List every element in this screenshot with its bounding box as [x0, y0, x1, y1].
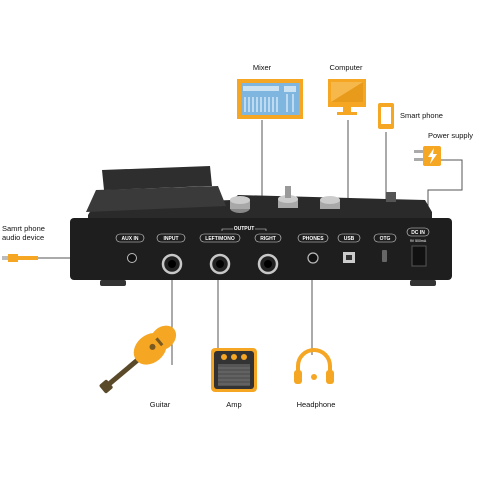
- power-supply-device: Power supply: [414, 131, 473, 166]
- port-label-otg: OTG: [380, 236, 391, 242]
- knob[interactable]: [278, 195, 298, 203]
- computer-device: Computer: [328, 63, 366, 115]
- amp-device: Amp: [211, 348, 257, 409]
- knob[interactable]: [320, 196, 340, 204]
- guitar-label: Guitar: [150, 400, 171, 409]
- phones-jack[interactable]: [307, 252, 319, 264]
- port-labels: AUX IN INPUT LEFT/MONO RIGHT OUTPUT PHON…: [115, 225, 430, 243]
- smart-phone-device: Smart phone: [378, 103, 443, 129]
- footswitch[interactable]: [386, 192, 396, 202]
- phone-audio-device: Samrt phone audio device: [2, 224, 45, 262]
- dc-spec-label: 9V 500mA: [410, 239, 427, 243]
- dc-in-port[interactable]: [411, 245, 427, 267]
- mixer-label: Mixer: [253, 63, 272, 72]
- port-label-input: INPUT: [164, 236, 179, 242]
- audio-plug-icon: [8, 254, 18, 262]
- port-label-usb: USB: [344, 236, 355, 242]
- mixer-device: Mixer: [237, 63, 303, 119]
- port-label-right: RIGHT: [260, 236, 276, 242]
- knob-row: [230, 186, 396, 213]
- expression-pedal: [86, 186, 226, 212]
- port-label-phones: PHONES: [302, 236, 324, 242]
- aux-in-jack[interactable]: [127, 253, 137, 263]
- amp-label: Amp: [226, 400, 241, 409]
- headphone-device: Headphone: [294, 348, 336, 409]
- foot: [100, 280, 126, 286]
- guitar-icon: [99, 325, 177, 394]
- expression-pedal-top: [102, 166, 212, 190]
- port-label-left-mono: LEFT/MONO: [205, 236, 235, 242]
- phone-audio-label-line2: audio device: [2, 233, 44, 242]
- phone-audio-label-line1: Samrt phone: [2, 224, 45, 233]
- jacks: [127, 245, 427, 275]
- footswitch[interactable]: [285, 186, 291, 198]
- computer-label: Computer: [330, 63, 363, 72]
- power-supply-label: Power supply: [428, 131, 473, 140]
- otg-port[interactable]: [382, 250, 387, 262]
- guitar-device: Guitar: [99, 325, 177, 409]
- pedal-rear-body: [88, 195, 432, 220]
- power-line: [427, 159, 463, 232]
- multi-effects-pedal: AUX IN INPUT LEFT/MONO RIGHT OUTPUT PHON…: [70, 166, 452, 286]
- headphone-icon: [296, 348, 332, 376]
- output-group-label: OUTPUT: [234, 226, 255, 232]
- foot: [410, 280, 436, 286]
- smart-phone-label: Smart phone: [400, 111, 443, 120]
- port-label-dc-in: DC IN: [411, 230, 425, 236]
- port-label-aux-in: AUX IN: [122, 236, 139, 242]
- lightning-icon: [428, 148, 437, 164]
- plug-prong-icon: [414, 150, 423, 153]
- headphone-label: Headphone: [297, 400, 336, 409]
